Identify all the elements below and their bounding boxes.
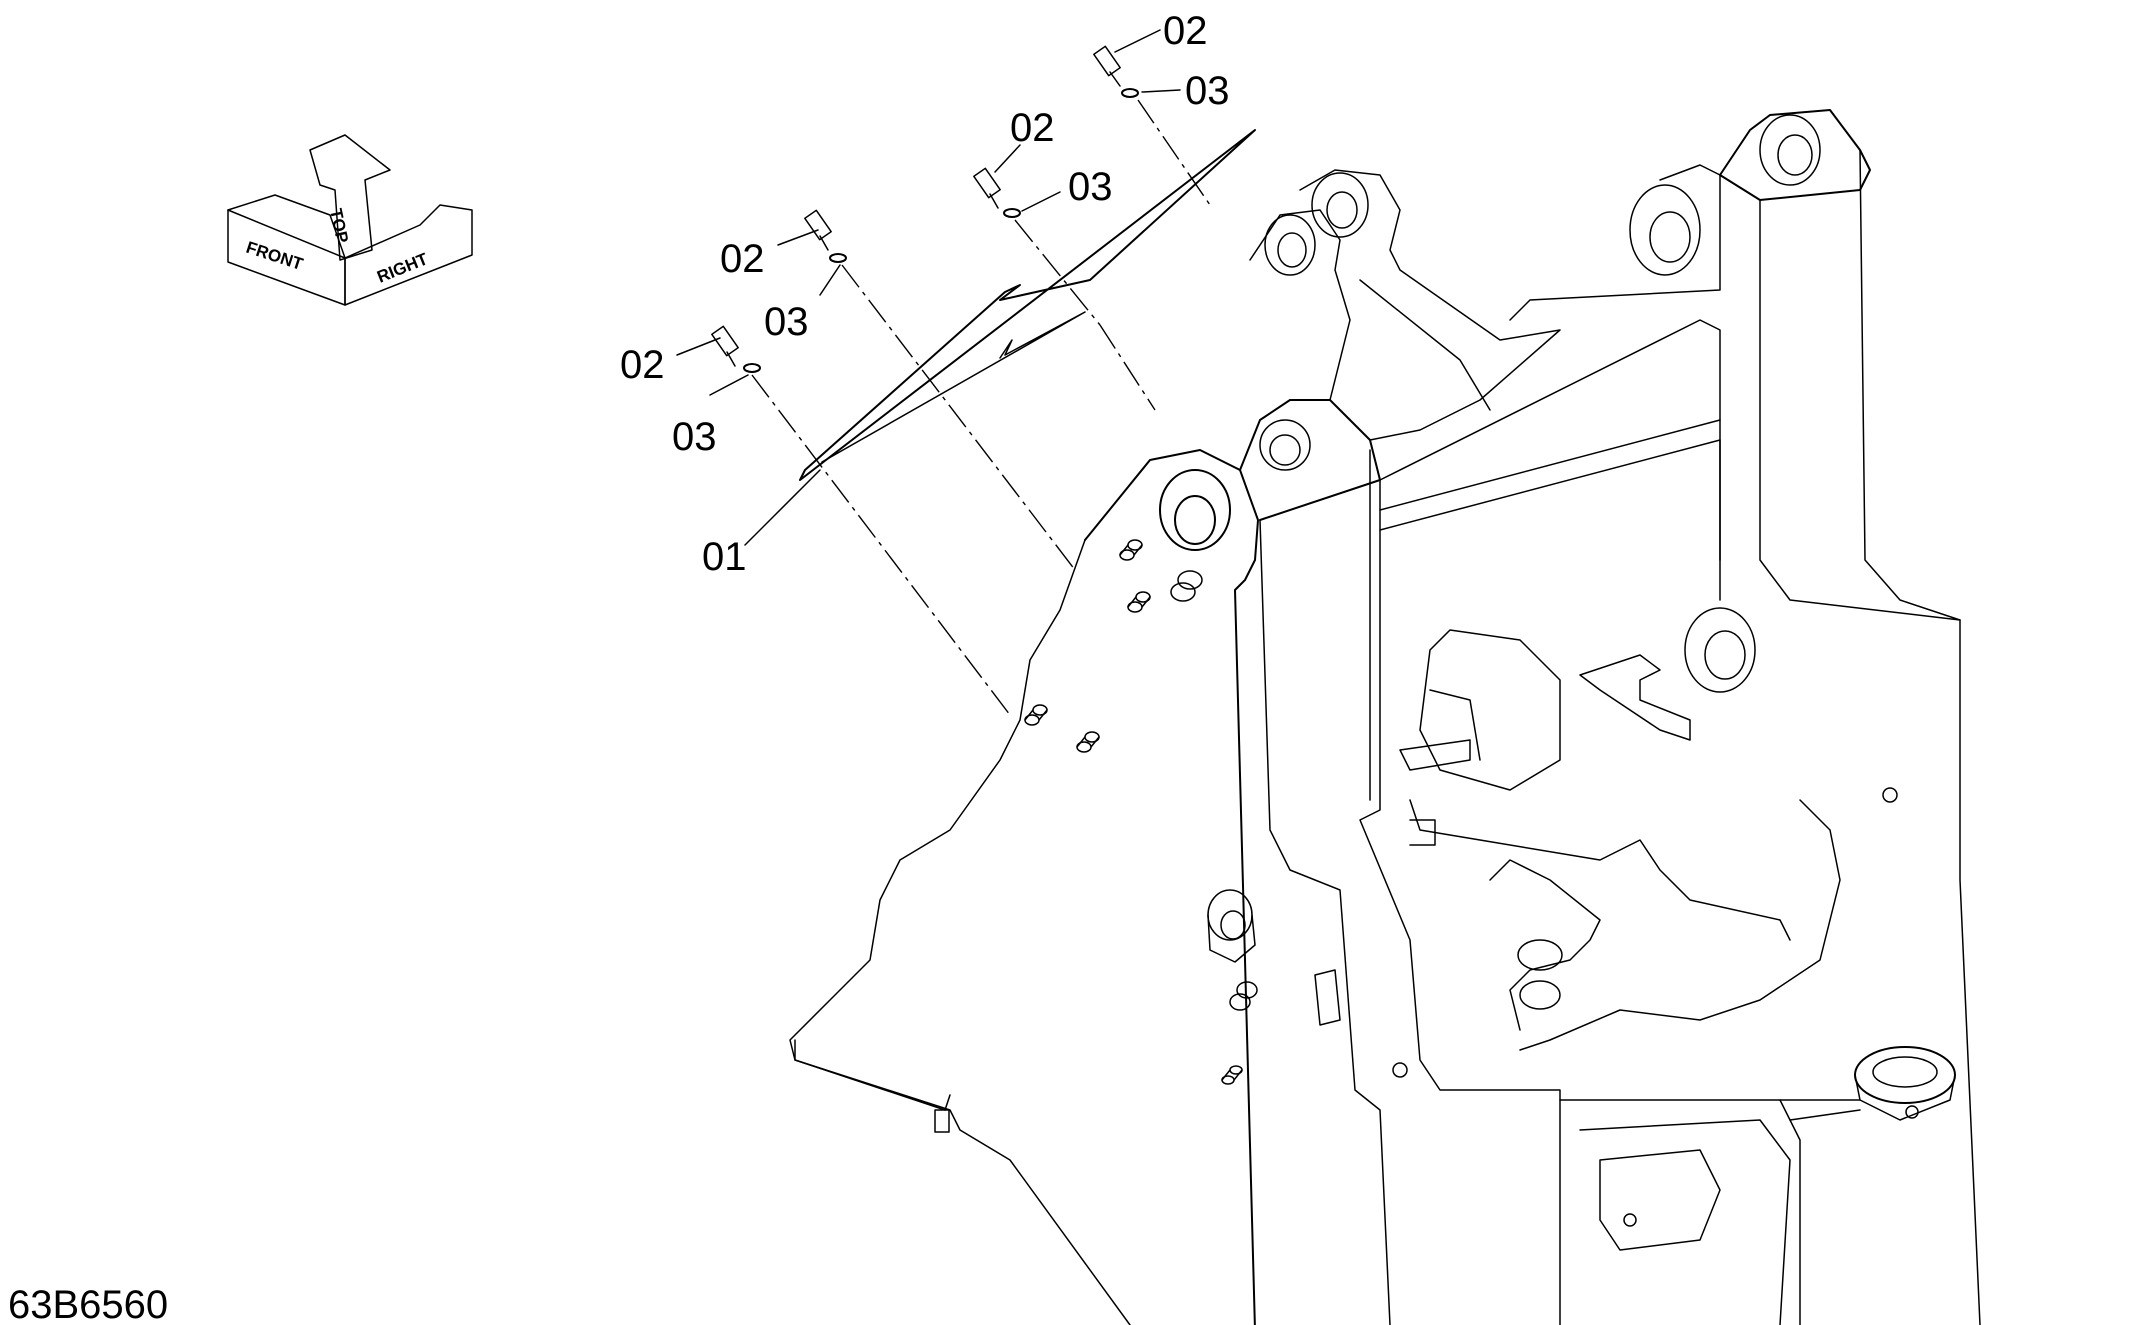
- column-boss: [1259, 419, 1311, 471]
- hook-hole-lower: [1519, 980, 1561, 1010]
- ring-flange: [1854, 1046, 1956, 1104]
- lower-tube-inner: [1579, 1119, 1791, 1325]
- upper-bracket-left: [1249, 209, 1351, 401]
- upper-bracket-middle: [1299, 169, 1561, 441]
- right-outer-edge: [1859, 149, 1981, 1325]
- lower-hook: [1489, 859, 1601, 1031]
- frame-left-upper-edge: [1084, 449, 1259, 1325]
- front-label: FRONT: [244, 238, 306, 274]
- lug-boss-hole: [1159, 469, 1231, 551]
- front-column-right-edge: [1359, 439, 1561, 1325]
- bracket-hole-middle-inner: [1326, 191, 1358, 229]
- ring-arm: [1779, 1099, 1861, 1121]
- washer-icon: [1121, 88, 1139, 98]
- side-tab: [1314, 969, 1341, 1026]
- pin-icon: [1076, 731, 1100, 753]
- ring-flange-side: [1854, 1074, 1956, 1121]
- orientation-indicator: FRONT TOP RIGHT: [227, 134, 473, 306]
- frame-bottom-flange: [794, 1039, 951, 1111]
- callout-03: 03: [764, 300, 809, 344]
- pin-icon: [1221, 1065, 1243, 1085]
- side-boss-inner: [1704, 630, 1746, 680]
- bracket-hole-left-inner: [1277, 232, 1307, 268]
- hook-hole: [1517, 939, 1563, 971]
- upper-right-boss: [1759, 114, 1821, 186]
- callout-01: 01: [702, 535, 747, 579]
- drawing-number: 63B6560: [8, 1283, 168, 1325]
- upper-right-boss-inner: [1777, 134, 1813, 176]
- pin-icon: [1127, 591, 1151, 613]
- side-boss: [1684, 607, 1756, 693]
- frame-hole: [1882, 787, 1898, 803]
- bracket-hole-middle: [1311, 172, 1369, 238]
- callout-03: 03: [1068, 165, 1113, 209]
- frame-assembly: [789, 109, 1981, 1325]
- front-arrow-top: [227, 194, 346, 259]
- spacer-icon: [1170, 570, 1203, 602]
- ring-flange-inner: [1872, 1056, 1938, 1088]
- bolt-icon: [804, 209, 832, 251]
- frame-hole: [1392, 1062, 1408, 1078]
- pin-icon: [1024, 704, 1048, 726]
- small-tab: [1409, 819, 1436, 846]
- bolt-icon: [711, 325, 739, 367]
- cross-beam-top: [1379, 319, 1721, 561]
- cover-plate-part: [799, 129, 1256, 481]
- washer-icon: [829, 253, 847, 263]
- top-label: TOP: [326, 207, 352, 245]
- spacer-icon: [1229, 981, 1258, 1011]
- callout-02: 02: [620, 343, 665, 387]
- callout-labels: 02 03 02 03 02 03 02 03 01: [620, 9, 1230, 579]
- lower-tube-opening: [1599, 1149, 1721, 1251]
- bracket-hole-left: [1264, 214, 1316, 276]
- bolt-icon: [1093, 45, 1121, 87]
- assembly-lines: [751, 99, 1211, 716]
- right-inner-edge: [1719, 174, 1961, 621]
- mounting-bracket: [1579, 654, 1691, 741]
- column-boss-inner: [1269, 434, 1301, 466]
- frame-left-lower-edge: [789, 539, 1131, 1325]
- bracket-web: [1359, 279, 1491, 411]
- right-lug-boss: [1629, 184, 1701, 276]
- callout-03: 03: [1185, 69, 1230, 113]
- bolt-icon: [973, 167, 1001, 209]
- right-lug-boss-inner: [1649, 211, 1691, 263]
- center-bore: [1419, 629, 1561, 791]
- lower-tube-left: [1559, 1099, 1801, 1325]
- cover-plate-outline: [799, 129, 1256, 481]
- washer-icon: [1003, 208, 1021, 218]
- leader-lines: [676, 29, 1181, 546]
- upper-right-box-top: [1719, 109, 1871, 201]
- front-column-top: [1239, 399, 1381, 521]
- center-bore-inner: [1429, 689, 1481, 761]
- spacer-icon: [1207, 889, 1256, 963]
- callout-02: 02: [1010, 106, 1055, 150]
- callout-02: 02: [1163, 9, 1208, 53]
- hose-clip: [1399, 739, 1471, 771]
- right-label: RIGHT: [374, 249, 431, 287]
- callout-03: 03: [672, 415, 717, 459]
- top-arrow-shape: [309, 134, 391, 261]
- fasteners: [711, 45, 1139, 373]
- frame-tab: [934, 1109, 950, 1133]
- cover-plate-lower-edge: [821, 311, 1086, 463]
- right-arrow-shape: [344, 204, 473, 306]
- frame-hole: [1623, 1213, 1637, 1227]
- lug-boss-inner: [1174, 495, 1216, 545]
- washer-icon: [743, 363, 761, 373]
- lower-interior-curve: [1519, 799, 1841, 1051]
- pin-icon: [1119, 539, 1143, 561]
- frame-hole: [1905, 1105, 1919, 1119]
- callout-02: 02: [720, 237, 765, 281]
- cross-beam-face: [1379, 439, 1721, 601]
- right-lug-top: [1509, 164, 1721, 321]
- lower-interior-edge: [1409, 799, 1791, 941]
- front-column-left-edge: [1259, 519, 1391, 1325]
